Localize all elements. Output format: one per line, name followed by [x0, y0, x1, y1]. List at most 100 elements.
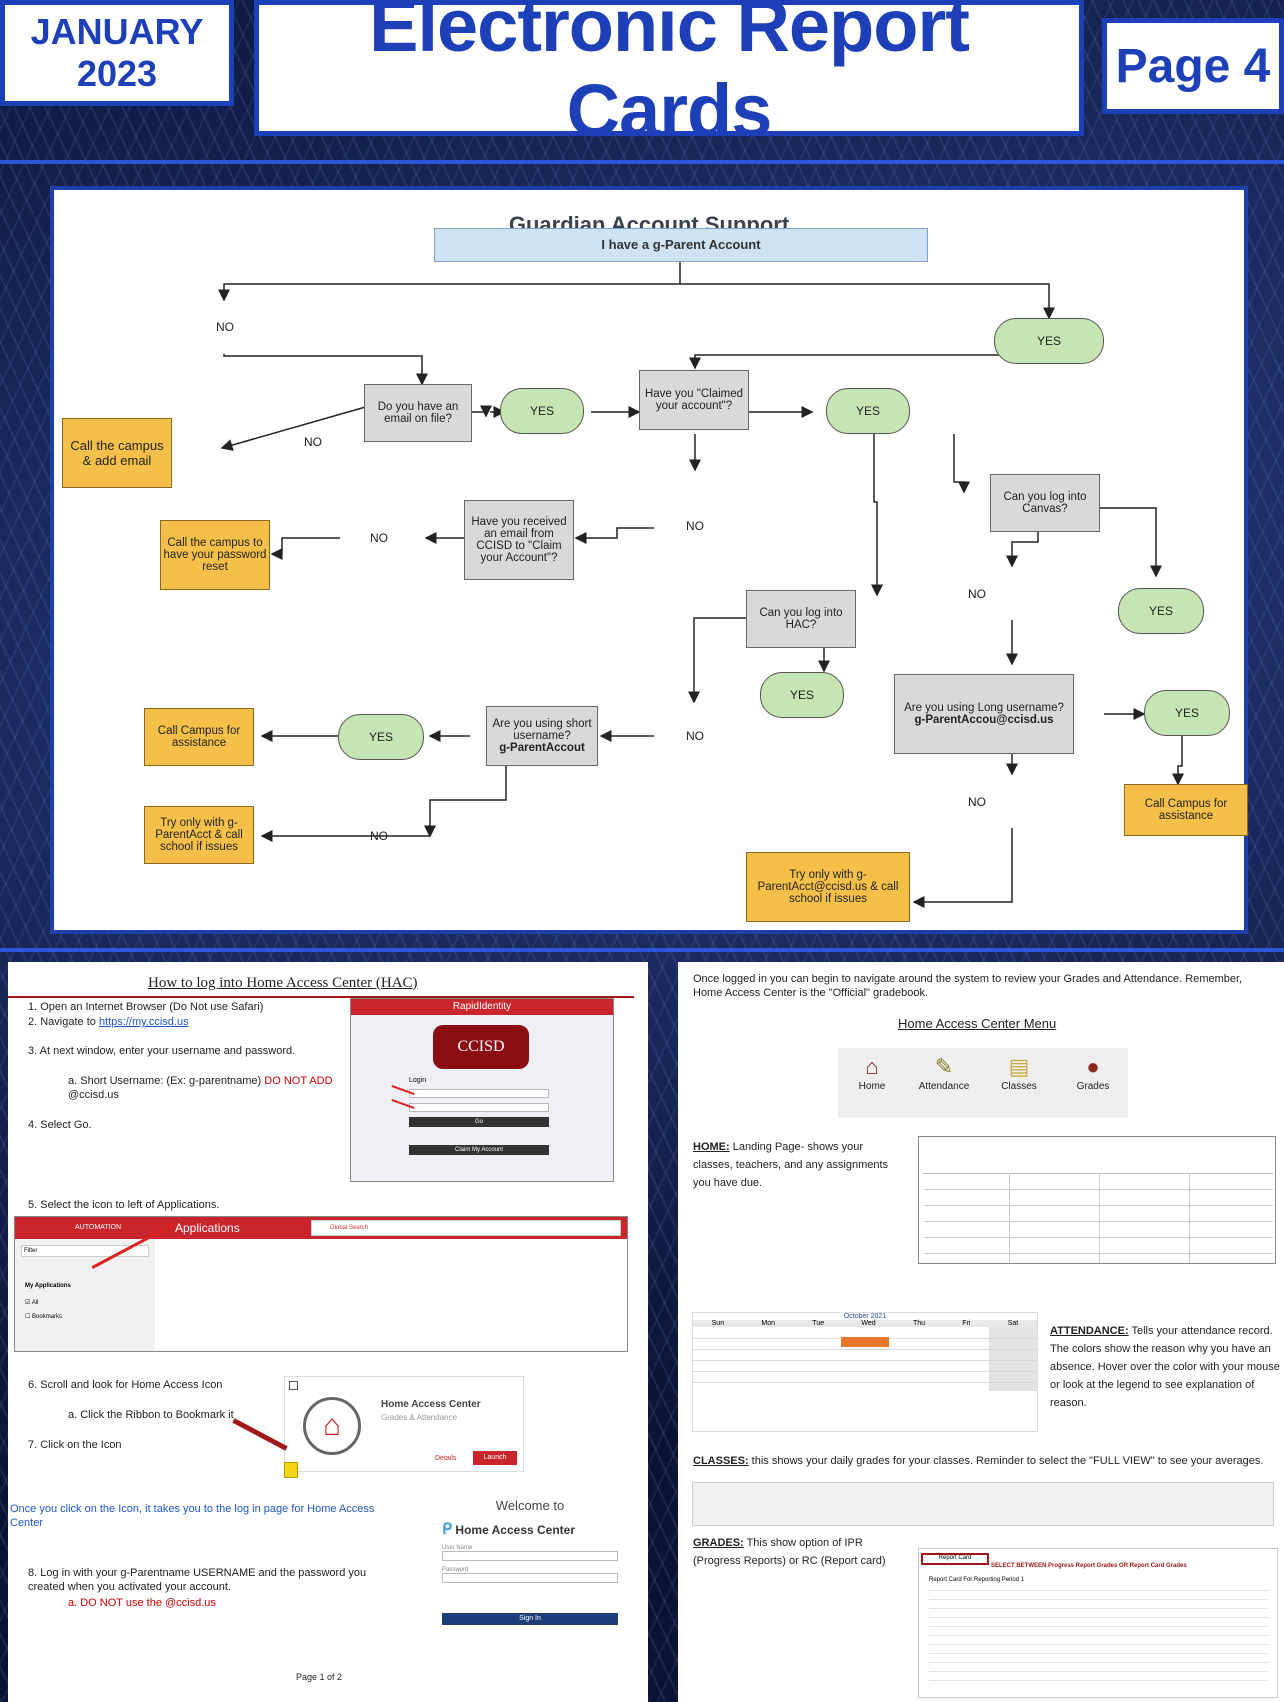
step-3a-suffix: @ccisd.us: [68, 1089, 119, 1101]
attendance-description: ATTENDANCE: Tells your attendance record…: [1050, 1322, 1282, 1412]
flow-no-1: NO: [184, 300, 266, 354]
grades-icon: ●: [1086, 1054, 1100, 1079]
grades-screenshot: Report Card SELECT BETWEEN Progress Repo…: [918, 1548, 1278, 1698]
classes-text: this shows your daily grades for your cl…: [748, 1455, 1264, 1467]
my-apps-label: My Applications: [25, 1283, 71, 1289]
attendance-icon: ✎: [934, 1054, 954, 1079]
flow-action-try-short: Try only with g-ParentAcct & call school…: [144, 806, 254, 864]
flow-yes-2: YES: [500, 388, 584, 434]
calendar-day-5: Fri: [962, 1320, 971, 1327]
flow-action-call-right: Call Campus for assistance: [1124, 784, 1248, 836]
home-access-icon[interactable]: ⌂: [303, 1397, 361, 1455]
flow-no-2: NO: [272, 414, 354, 470]
flow-yes-6: YES: [1144, 690, 1230, 736]
calendar-day-4: Thu: [912, 1320, 926, 1327]
hac-brand-text: Home Access Center: [455, 1523, 576, 1537]
calendar-month: October 2021: [843, 1313, 887, 1320]
ccisd-logo: CCISD: [433, 1025, 529, 1069]
issue-year: 2023: [76, 53, 158, 94]
flow-yes-3: YES: [826, 388, 910, 434]
bookmark-ribbon[interactable]: [284, 1462, 298, 1478]
apps-sidebar: Filter My Applications ☑ All ☐ Bookmarks: [15, 1239, 155, 1351]
menu-grades-label: Grades: [1076, 1081, 1110, 1092]
applications-screenshot: AUTOMATION Applications Global Search Fi…: [14, 1216, 628, 1352]
hac-login-instructions: How to log into Home Access Center (HAC)…: [8, 962, 648, 1702]
hac-logo-icon: ᑭ: [442, 1521, 453, 1538]
guardian-flowchart: Guardian Account Support I have a g-Pare…: [50, 186, 1248, 934]
flow-action-reset: Call the campus to have your password re…: [160, 520, 270, 590]
rc-period-title: Report Card For Reporting Period 1: [929, 1577, 1025, 1583]
step-3a-prefix: Short Username: (Ex: g-parentname): [80, 1075, 265, 1087]
bookmarks-filter-label: Bookmarks: [32, 1314, 63, 1320]
user-name-label: User Name: [442, 1545, 473, 1551]
rc-select-note: SELECT BETWEEN Progress Report Grades OR…: [991, 1563, 1187, 1569]
flow-q-short-text: Are you using short username?: [492, 718, 592, 742]
hac-password-field[interactable]: [442, 1573, 618, 1583]
go-button[interactable]: Go: [409, 1117, 549, 1127]
flow-action-call-left: Call Campus for assistance: [144, 708, 254, 766]
global-search-input[interactable]: Global Search: [311, 1220, 621, 1236]
ribbon-arrow: [232, 1418, 288, 1451]
calendar-day-6: Sat: [1007, 1320, 1019, 1327]
hac-username-field[interactable]: [442, 1551, 618, 1561]
calendar-day-0: Sun: [711, 1320, 725, 1327]
launch-button[interactable]: Launch: [473, 1451, 517, 1465]
hac-login-heading: How to log into Home Access Center (HAC): [148, 975, 418, 991]
hac-tile-title: Home Access Center: [381, 1399, 481, 1410]
flow-start: I have a g-Parent Account: [434, 228, 928, 262]
tile-checkbox[interactable]: [289, 1381, 298, 1390]
flow-q-email: Do you have an email on file?: [364, 384, 472, 442]
flow-q-long-example: g-ParentAccou@ccisd.us: [914, 714, 1054, 726]
flow-yes-7: YES: [338, 714, 424, 760]
flow-q-received: Have you received an email from CCISD to…: [464, 500, 574, 580]
flow-no-3: NO: [654, 496, 736, 556]
menu-attendance-label: Attendance: [918, 1081, 970, 1092]
report-card-tab[interactable]: Report Card: [921, 1553, 989, 1565]
flow-yes-1: YES: [994, 318, 1104, 364]
all-filter[interactable]: ☑ All: [25, 1300, 39, 1306]
hac-tile-screenshot: ⌂ Home Access Center Grades & Attendance…: [284, 1376, 524, 1472]
username-field[interactable]: [409, 1089, 549, 1098]
all-filter-label: All: [31, 1300, 39, 1306]
flow-q-short-example: g-ParentAccout: [499, 742, 585, 754]
flow-action-add-email: Call the campus & add email: [62, 418, 172, 488]
calendar-day-2: Tue: [812, 1320, 825, 1327]
applications-label[interactable]: Applications: [175, 1221, 240, 1235]
bookmarks-filter[interactable]: ☐ Bookmarks: [25, 1314, 63, 1320]
flow-action-try-long: Try only with g-ParentAcct@ccisd.us & ca…: [746, 852, 910, 922]
step-5: Select the icon to left of Applications.: [40, 1199, 220, 1211]
flow-q-canvas: Can you log into Canvas?: [990, 474, 1100, 532]
flow-yes-4: YES: [1118, 588, 1204, 634]
details-link[interactable]: Details: [435, 1455, 457, 1462]
classes-label: CLASSES:: [693, 1455, 749, 1467]
heading-rule: [8, 996, 634, 998]
home-description: HOME: Landing Page- shows your classes, …: [693, 1138, 903, 1192]
password-label: Password: [442, 1567, 469, 1573]
section-divider: [0, 948, 1284, 952]
menu-classes[interactable]: ▤ Classes: [994, 1054, 1044, 1094]
home-label: HOME:: [693, 1141, 730, 1153]
flow-q-claimed: Have you "Claimed your account"?: [639, 370, 749, 430]
claim-account-button[interactable]: Claim My Account: [409, 1145, 549, 1155]
password-field[interactable]: [409, 1103, 549, 1112]
menu-grades[interactable]: ● Grades: [1068, 1054, 1118, 1094]
page-number: Page 4: [1102, 18, 1284, 114]
attendance-text: Tells your attendance record. The colors…: [1050, 1325, 1280, 1409]
home-page-screenshot: [918, 1136, 1276, 1264]
welcome-text: Welcome to: [495, 1498, 565, 1513]
step-6a: Click the Ribbon to Bookmark it: [80, 1409, 234, 1421]
menu-home[interactable]: ⌂Home: [850, 1054, 894, 1094]
page-title: Electronic Report Cards: [254, 0, 1084, 152]
menu-classes-label: Classes: [1001, 1081, 1037, 1092]
ccisd-link[interactable]: https://my.ccisd.us: [98, 1016, 189, 1028]
classes-icon: ▤: [1008, 1054, 1030, 1079]
automation-label: AUTOMATION: [75, 1224, 122, 1231]
hac-brand: ᑭ Home Access Center: [442, 1519, 618, 1539]
hac-login-screenshot: Welcome to ᑭ Home Access Center User Nam…: [442, 1498, 618, 1646]
menu-attendance[interactable]: ✎ Attendance: [914, 1054, 974, 1094]
page-footer: Page 1 of 2: [296, 1672, 343, 1682]
sign-in-button[interactable]: Sign In: [442, 1613, 618, 1625]
rapididentity-header: RapidIdentity: [351, 999, 613, 1015]
